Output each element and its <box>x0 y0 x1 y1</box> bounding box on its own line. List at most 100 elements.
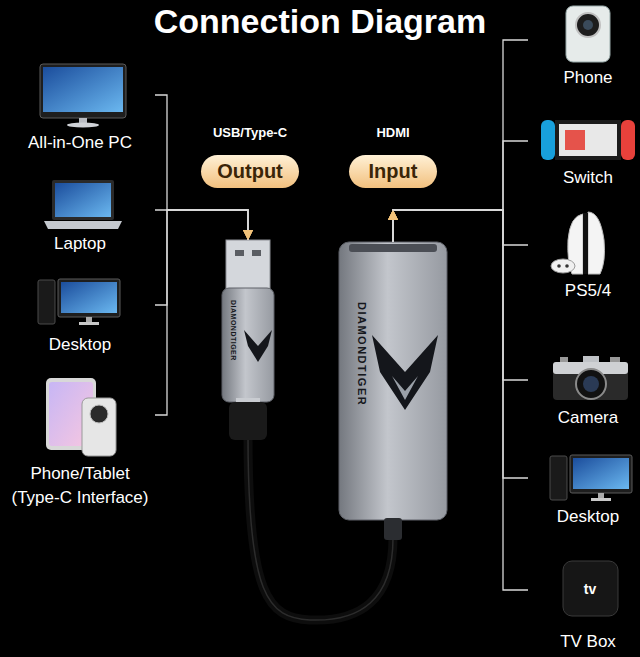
arrow-head <box>388 210 398 220</box>
connector-group <box>155 210 253 240</box>
switch-screen <box>559 124 617 156</box>
device-label: PS5/4 <box>540 279 636 303</box>
connector-group <box>388 210 528 245</box>
device-node: Desktop <box>5 275 155 357</box>
connector-group <box>388 210 528 590</box>
controller-stick <box>565 264 569 268</box>
tiger-logo <box>244 330 272 362</box>
connector-line <box>155 210 248 415</box>
usb-a-hole <box>252 250 261 256</box>
desktop-tower <box>38 280 55 324</box>
usb-a-plug <box>226 240 270 292</box>
device-node: Camera <box>528 352 636 430</box>
device-label: All-in-One PC <box>5 131 155 155</box>
diagram-title: Connection Diagram <box>0 0 640 42</box>
laptop-screen <box>55 183 111 217</box>
aio-base <box>67 123 99 128</box>
device-label: TV Box <box>540 630 636 654</box>
device-label: Camera <box>540 406 636 430</box>
port-badge: Input <box>349 155 437 188</box>
console-wing <box>588 212 605 274</box>
device-label: Laptop <box>5 232 155 256</box>
arrow-head <box>243 230 253 240</box>
device-node: PS5/4 <box>528 212 636 303</box>
connector-line <box>393 210 528 245</box>
phone-body <box>566 6 610 62</box>
aio-monitor <box>40 64 126 118</box>
desktop-stand <box>598 493 604 498</box>
connector-line <box>393 210 528 380</box>
connector-line <box>393 40 528 242</box>
arrow-head <box>388 210 398 220</box>
switch-tile <box>565 130 585 150</box>
device-node: Switch <box>528 115 636 190</box>
usb-a-hole <box>235 250 244 256</box>
connector-group <box>155 210 253 305</box>
desktop-tower <box>550 456 567 500</box>
connector-line <box>155 210 248 305</box>
device-label: Phone/Tablet (Type-C Interface) <box>5 462 155 510</box>
arrow-head <box>388 210 398 220</box>
aio-screen <box>43 67 123 112</box>
arrow-head <box>243 230 253 240</box>
desktop-base <box>79 322 99 325</box>
arrow-head <box>243 230 253 240</box>
joycon-right <box>621 120 635 160</box>
hdmi-port <box>349 244 437 252</box>
tv-box <box>563 561 618 616</box>
console-core <box>583 213 588 274</box>
device-node: Desktop <box>528 452 636 529</box>
controller-stick <box>557 264 561 268</box>
connector-group <box>155 210 253 415</box>
camera-glass <box>583 376 599 392</box>
arrow-head <box>388 210 398 220</box>
laptop-base <box>44 221 122 229</box>
capture-card-body <box>339 242 447 520</box>
laptop-lid <box>52 180 114 220</box>
connector-group <box>388 40 528 242</box>
tiger-logo <box>372 335 438 410</box>
joycon-left <box>541 120 555 160</box>
connector-line <box>155 210 248 240</box>
device-label: Desktop <box>5 333 155 357</box>
camera-lens <box>576 369 606 399</box>
capture-card: DIAMONDTIGER <box>339 242 447 520</box>
desktop-screen <box>61 282 117 313</box>
arrow-head <box>388 210 398 220</box>
desktop-monitor <box>58 279 120 317</box>
device-node: Phone <box>528 5 636 90</box>
tiger-logo-detail <box>392 376 418 400</box>
type-c-boot <box>229 402 267 440</box>
connector-group <box>388 210 528 478</box>
connector-group <box>388 210 528 380</box>
controller <box>551 259 575 273</box>
port-badge-node: USB/Type-C Output <box>195 124 305 188</box>
port-heading: USB/Type-C <box>195 124 305 142</box>
port-badge: Output <box>201 155 299 188</box>
phone-camera <box>90 405 108 423</box>
strain-relief <box>384 518 402 540</box>
connector-line <box>393 210 528 478</box>
port-badge-node: HDMI Input <box>338 124 448 188</box>
tv-logo-text: tv <box>584 581 596 597</box>
arrow-head <box>388 210 398 220</box>
device-node: Laptop <box>5 178 155 256</box>
arrow-head <box>243 230 253 240</box>
phone-lens <box>583 20 593 30</box>
device-node: tv TV Box <box>528 560 636 654</box>
phone-camera <box>576 13 600 37</box>
switch-body <box>555 120 621 160</box>
adapter-body <box>222 288 274 402</box>
device-label: Switch <box>540 166 636 190</box>
brand-text: DIAMONDTIGER <box>230 300 237 361</box>
port-heading: HDMI <box>338 124 448 142</box>
phone-body <box>82 398 116 456</box>
desktop-monitor <box>570 455 632 493</box>
connector-line <box>393 210 528 590</box>
desktop-base <box>591 498 611 501</box>
brand-text: DIAMONDTIGER <box>356 302 367 406</box>
desktop-stand <box>86 317 92 322</box>
